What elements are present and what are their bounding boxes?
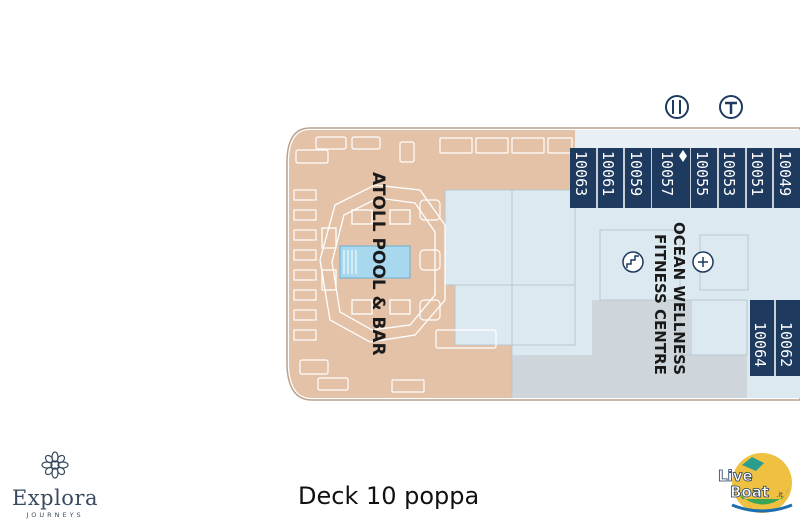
cabin-10061: 10061 (599, 151, 617, 196)
cabin-10064: 10064 (751, 322, 769, 367)
cabins-upper: 10063 10061 10059 10057 10055 10053 1005… (570, 148, 800, 208)
elevator-icon (719, 95, 743, 119)
venue-fitness-label-1: OCEAN WELLNESS (670, 222, 688, 375)
explora-mark-icon (41, 451, 69, 479)
brand-name: Explora (11, 486, 99, 510)
restroom-icon (665, 95, 689, 119)
liveboat-watermark: Live (718, 467, 753, 485)
pool-seating (319, 184, 446, 343)
cabin-10051: 10051 (748, 151, 766, 196)
explora-logo: Explora JOURNEYS (0, 450, 110, 519)
venue-pool-label: ATOLL POOL & BAR (368, 172, 388, 356)
cabin-10062: 10062 (777, 322, 795, 367)
cabin-10057: 10057 (658, 151, 676, 196)
liveboat-logo: Live Boat .it (718, 453, 793, 513)
svg-text:.it: .it (776, 491, 783, 499)
cabin-10063: 10063 (572, 151, 590, 196)
deck-title: Deck 10 poppa (298, 482, 480, 510)
sun-loungers (293, 136, 573, 393)
cabin-10049: 10049 (776, 151, 794, 196)
brand-subtitle: JOURNEYS (26, 511, 84, 519)
cabins-lower: 10064 10062 (750, 300, 800, 376)
cabin-10059: 10059 (627, 151, 645, 196)
venue-fitness-label-2: FITNESS CENTRE (651, 234, 669, 375)
stairs-icon (622, 251, 644, 273)
accessible-icon (692, 251, 714, 273)
deck-plan: ATOLL POOL & BAR OCEAN WELLNESS FITNESS … (286, 95, 800, 401)
svg-text:Boat: Boat (730, 483, 769, 501)
cabin-10055: 10055 (693, 151, 711, 196)
cabin-10053: 10053 (720, 151, 738, 196)
